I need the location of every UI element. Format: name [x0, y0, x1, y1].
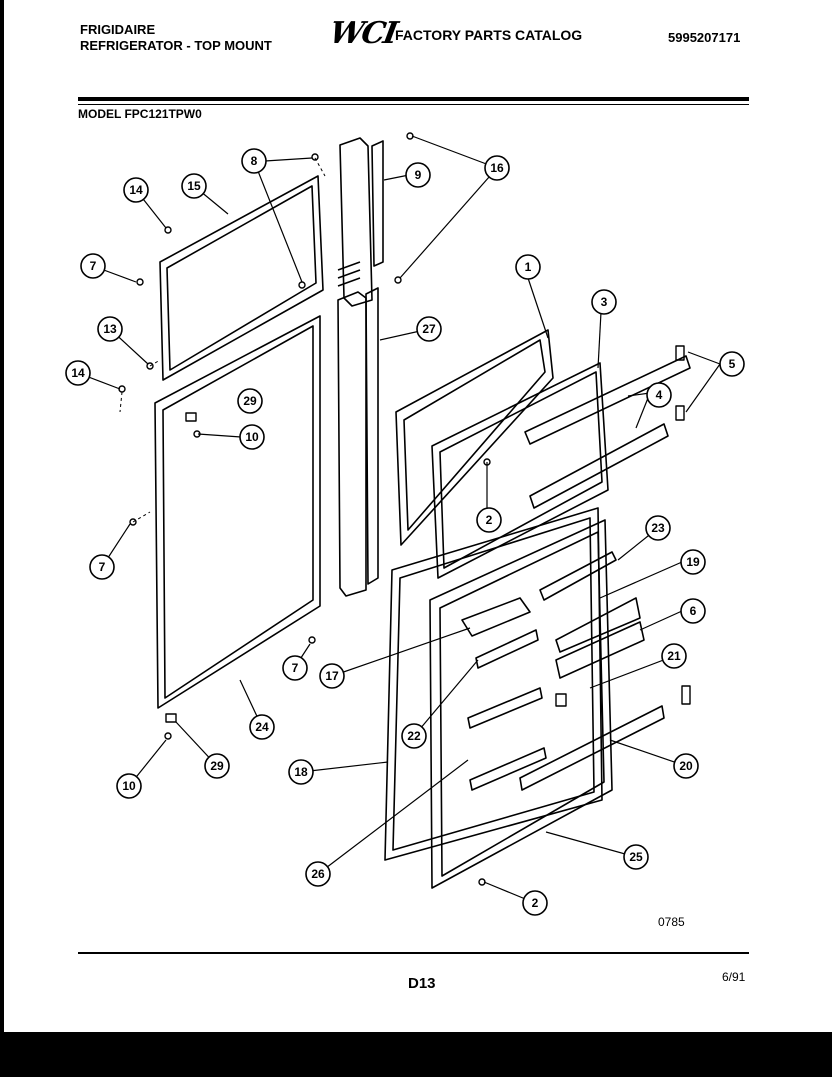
callout-2-lower: 2: [522, 890, 548, 916]
svg-text:4: 4: [656, 388, 663, 402]
egg-tray: [461, 597, 531, 637]
callout-1: 1: [515, 254, 541, 280]
svg-text:17: 17: [325, 669, 339, 683]
svg-text:2: 2: [532, 896, 539, 910]
callout-14-upper: 14: [123, 177, 149, 203]
callout-2-upper: 2: [476, 507, 502, 533]
brand-name: FRIGIDAIRE: [80, 22, 156, 37]
svg-text:20: 20: [679, 759, 693, 773]
callout-26: 26: [305, 861, 331, 887]
callout-13: 13: [97, 316, 123, 342]
callout-29-bottom: 29: [204, 753, 230, 779]
catalog-title: FACTORY PARTS CATALOG: [395, 27, 583, 43]
callout-10-top: 10: [239, 424, 265, 450]
svg-text:23: 23: [651, 521, 665, 535]
callout-20: 20: [673, 753, 699, 779]
svg-text:19: 19: [686, 555, 700, 569]
header-left: FRIGIDAIRE REFRIGERATOR - TOP MOUNT: [80, 22, 272, 54]
leader-lines: [77, 135, 721, 904]
svg-text:25: 25: [629, 850, 643, 864]
svg-text:10: 10: [122, 779, 136, 793]
freezer-door-panel: [431, 362, 609, 579]
fresh-food-door-shelves: [467, 551, 665, 791]
svg-text:7: 7: [99, 560, 106, 574]
svg-text:14: 14: [129, 183, 143, 197]
svg-text:18: 18: [294, 765, 308, 779]
svg-text:22: 22: [407, 729, 421, 743]
svg-text:3: 3: [601, 295, 608, 309]
svg-text:6: 6: [690, 604, 697, 618]
svg-text:24: 24: [255, 720, 269, 734]
fresh-food-door-panel: [429, 519, 613, 889]
fresh-food-door-gasket: [154, 315, 321, 709]
header-rule: [78, 97, 749, 101]
callout-5: 5: [719, 351, 745, 377]
callout-14-lower: 14: [65, 360, 91, 386]
callout-24: 24: [249, 714, 275, 740]
page-id: D13: [408, 975, 436, 992]
svg-text:7: 7: [292, 661, 299, 675]
svg-text:14: 14: [71, 366, 85, 380]
callout-8: 8: [241, 148, 267, 174]
freezer-door-liner: [395, 329, 554, 546]
svg-text:13: 13: [103, 322, 117, 336]
figure-code: 0785: [658, 915, 685, 929]
callout-15: 15: [181, 173, 207, 199]
callout-9: 9: [405, 162, 431, 188]
svg-text:10: 10: [245, 430, 259, 444]
callout-25: 25: [623, 844, 649, 870]
svg-text:9: 9: [415, 168, 422, 182]
svg-text:29: 29: [243, 394, 257, 408]
callout-23: 23: [645, 515, 671, 541]
catalog-number: 5995207171: [668, 30, 741, 45]
fresh-food-liner-gasket: [384, 507, 603, 861]
svg-text:8: 8: [251, 154, 258, 168]
revision-date: 6/91: [722, 970, 746, 984]
callout-7-mid: 7: [282, 655, 308, 681]
callout-6: 6: [680, 598, 706, 624]
callout-21: 21: [661, 643, 687, 669]
svg-text:26: 26: [311, 867, 325, 881]
footer-rule: [78, 952, 749, 954]
scan-bottom-bar: [0, 1032, 832, 1077]
product-subtitle: REFRIGERATOR - TOP MOUNT: [80, 38, 272, 53]
svg-text:7: 7: [90, 259, 97, 273]
svg-text:16: 16: [490, 161, 504, 175]
freezer-door-gasket: [159, 175, 324, 381]
callout-16: 16: [484, 155, 510, 181]
svg-text:5: 5: [729, 357, 736, 371]
callout-19: 19: [680, 549, 706, 575]
svg-text:29: 29: [210, 759, 224, 773]
svg-text:1: 1: [525, 260, 532, 274]
callout-18: 18: [288, 759, 314, 785]
freezer-door-shelves: [524, 355, 691, 509]
callout-3: 3: [591, 289, 617, 315]
door-handle-parts: [337, 137, 384, 597]
svg-text:2: 2: [486, 513, 493, 527]
callout-7-left-upper: 7: [80, 253, 106, 279]
model-number: MODEL FPC121TPW0: [78, 107, 202, 121]
header-rule-thin: [78, 104, 749, 105]
callout-17: 17: [319, 663, 345, 689]
callout-22: 22: [401, 723, 427, 749]
svg-text:21: 21: [667, 649, 681, 663]
scan-left-edge: [0, 0, 4, 1077]
callout-27: 27: [416, 316, 442, 342]
svg-text:15: 15: [187, 179, 201, 193]
callout-10-bottom: 10: [116, 773, 142, 799]
callout-7-left-lower: 7: [89, 554, 115, 580]
svg-text:27: 27: [422, 322, 436, 336]
callout-4: 4: [646, 382, 672, 408]
callout-29-top: 29: [237, 388, 263, 414]
